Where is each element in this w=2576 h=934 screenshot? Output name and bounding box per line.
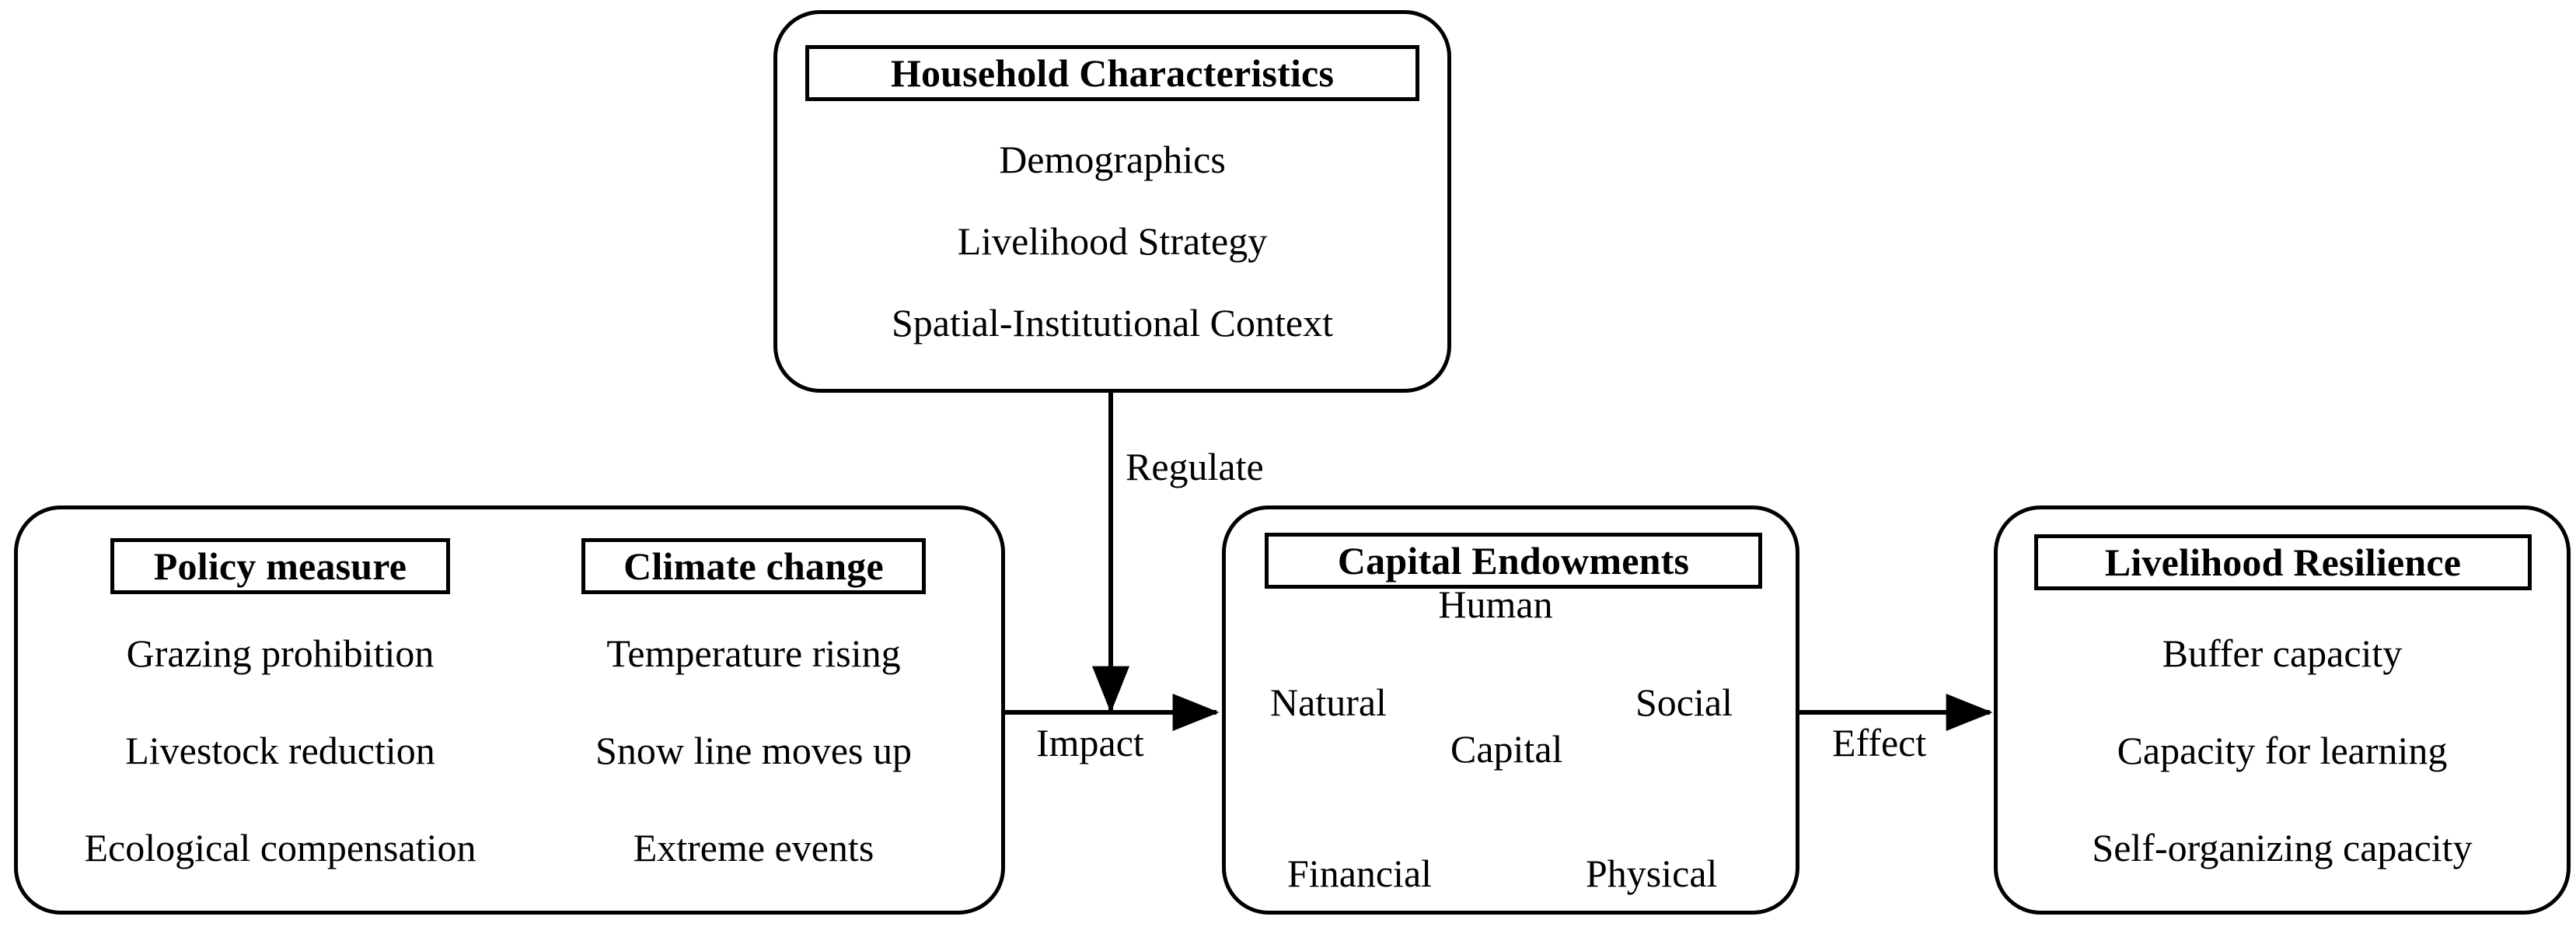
climate-item-1: Snow line moves up <box>595 729 912 772</box>
resilience-item-0: Buffer capacity <box>2162 631 2403 675</box>
capital-vertex-physical: Physical <box>1586 852 1718 895</box>
policy-title: Policy measure <box>153 544 407 588</box>
climate-item-0: Temperature rising <box>606 631 901 675</box>
policy-item-1: Livestock reduction <box>125 729 435 772</box>
capital-center-label: Capital <box>1450 727 1563 771</box>
label-effect: Effect <box>1832 721 1927 764</box>
household-title: Household Characteristics <box>890 51 1335 95</box>
label-regulate: Regulate <box>1126 445 1264 488</box>
resilience-title: Livelihood Resilience <box>2104 540 2462 584</box>
capital-title: Capital Endowments <box>1337 539 1690 582</box>
climate-title: Climate change <box>623 544 884 588</box>
policy-item-2: Ecological compensation <box>84 826 476 869</box>
resilience-title-plate: Livelihood Resilience <box>2034 534 2532 590</box>
capital-vertex-financial: Financial <box>1287 852 1433 895</box>
household-item-0: Demographics <box>999 138 1226 181</box>
capital-title-plate: Capital Endowments <box>1265 533 1762 589</box>
resilience-item-2: Self-organizing capacity <box>2092 826 2473 869</box>
climate-item-2: Extreme events <box>633 826 874 869</box>
household-title-plate: Household Characteristics <box>805 45 1419 101</box>
capital-vertex-natural: Natural <box>1270 680 1387 724</box>
policy-title-plate: Policy measure <box>110 538 450 594</box>
resilience-item-1: Capacity for learning <box>2117 729 2448 772</box>
capital-vertex-human: Human <box>1438 582 1553 626</box>
capital-vertex-social: Social <box>1635 680 1733 724</box>
policy-item-0: Grazing prohibition <box>126 631 435 675</box>
household-item-1: Livelihood Strategy <box>957 219 1268 263</box>
climate-title-plate: Climate change <box>581 538 926 594</box>
household-item-2: Spatial-Institutional Context <box>892 301 1333 345</box>
label-impact: Impact <box>1036 721 1144 764</box>
